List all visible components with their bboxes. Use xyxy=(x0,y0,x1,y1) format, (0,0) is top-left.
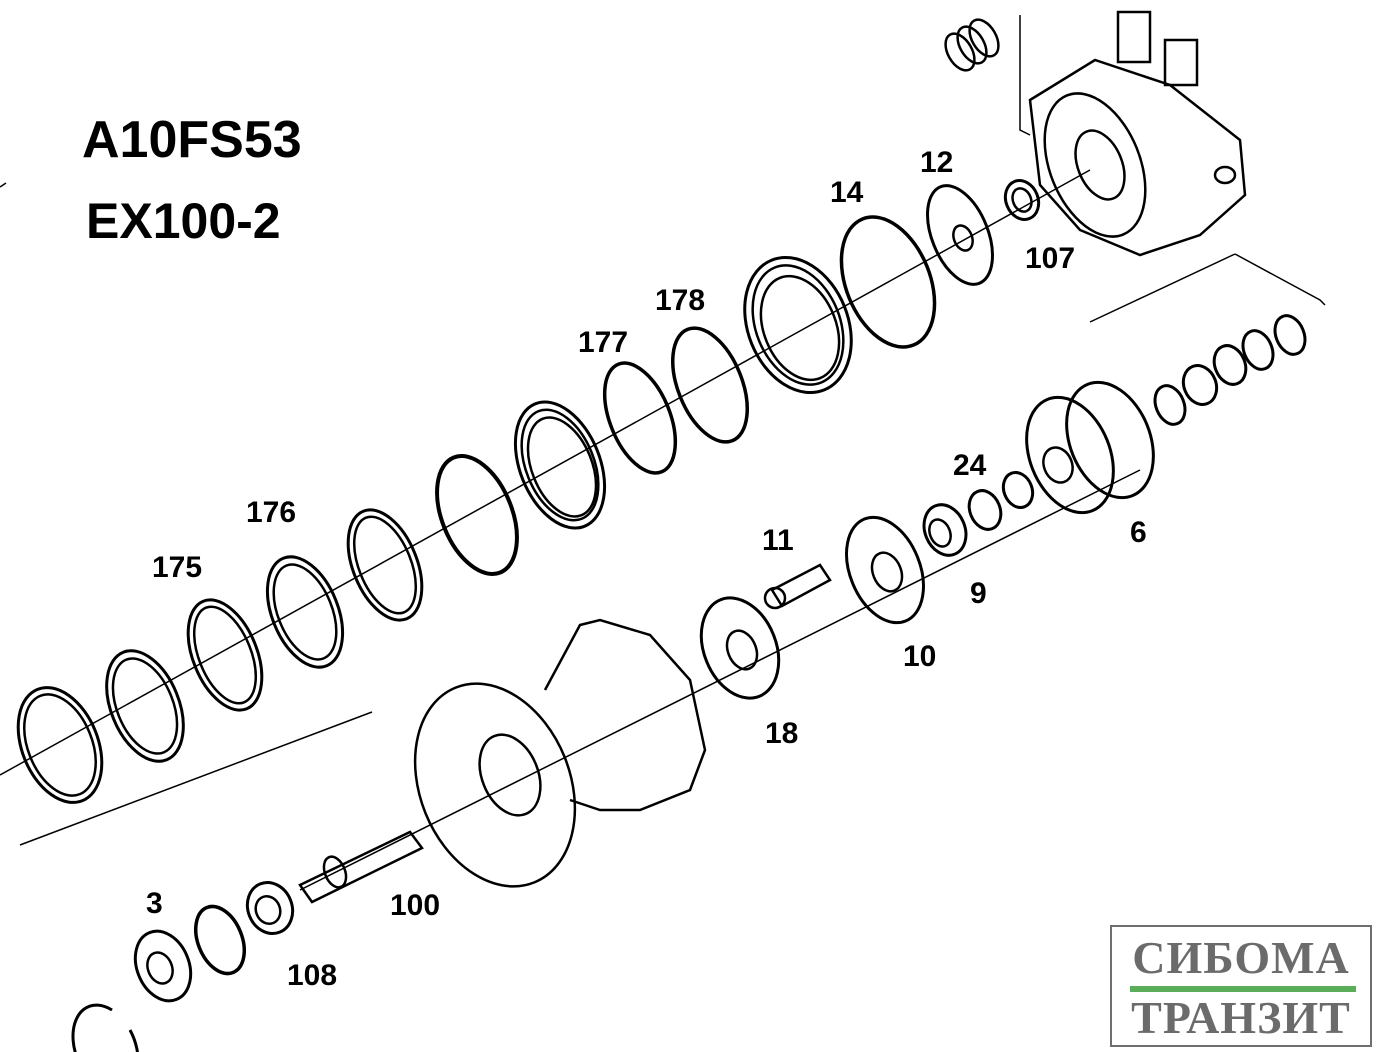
valve-plate-12 xyxy=(926,184,994,286)
retainer-plate-10-hole xyxy=(870,551,904,593)
oil-seal-3 xyxy=(133,929,193,1003)
piston-11 xyxy=(763,563,832,610)
callout-9: 9 xyxy=(970,577,987,610)
ring-175b xyxy=(105,649,185,763)
output-shaft-100 xyxy=(298,830,424,904)
o-ring-lower xyxy=(194,904,246,976)
washer-right-2 xyxy=(1153,384,1187,426)
oil-seal-3-inner xyxy=(146,951,174,985)
ring-176-inner xyxy=(272,563,338,661)
ring-24 xyxy=(1001,471,1035,509)
valve-plate-12-hole xyxy=(952,224,974,252)
piston-ring-mid xyxy=(520,408,600,522)
model-title: A10FS53 xyxy=(82,111,302,169)
brake-piston-inner xyxy=(759,274,841,382)
piston-ring-outer xyxy=(513,400,607,530)
ball-guide-9-inner xyxy=(928,518,952,548)
toothed-ring-175 xyxy=(186,598,264,712)
logo-accent-bar xyxy=(1130,986,1356,992)
callout-6: 6 xyxy=(1130,516,1147,549)
callout-11: 11 xyxy=(762,524,794,557)
logo-line-2: ТРАНЗИТ xyxy=(1131,992,1351,1043)
snap-ring-lower xyxy=(71,1003,139,1052)
upper-axis-line xyxy=(0,169,1091,776)
callout-178: 178 xyxy=(655,284,705,317)
bearing-108-inner xyxy=(254,895,282,925)
o-ring-large xyxy=(435,454,519,576)
callout-12: 12 xyxy=(920,146,953,179)
snap-ring-right xyxy=(1273,314,1307,356)
ring-14 xyxy=(839,215,937,349)
logo-line-1: СИБОМА xyxy=(1132,932,1350,983)
callout-176: 176 xyxy=(246,496,296,529)
spring xyxy=(944,18,1000,72)
ring-176 xyxy=(265,555,345,669)
callout-3: 3 xyxy=(146,887,163,920)
cylinder-block-6 xyxy=(1025,380,1155,515)
head-block xyxy=(1028,10,1247,257)
ring-177 xyxy=(602,361,678,475)
spring-washer-24 xyxy=(967,489,1003,531)
bearing-107 xyxy=(1003,179,1041,221)
ball-guide-9 xyxy=(922,503,968,557)
piston-ring-inner xyxy=(526,416,598,518)
retainer-plate-10 xyxy=(845,515,925,625)
motor-housing xyxy=(413,618,707,888)
callout-10: 10 xyxy=(903,640,936,673)
callout-24: 24 xyxy=(953,449,987,482)
swash-plate-18 xyxy=(699,596,781,700)
washer-right-1 xyxy=(1241,329,1275,371)
toothed-ring-175a-inner xyxy=(23,693,97,797)
ring-178 xyxy=(671,326,749,444)
bearing-108 xyxy=(245,881,295,935)
callout-107: 107 xyxy=(1025,242,1075,275)
callout-14: 14 xyxy=(830,176,864,209)
toothed-ring-177a xyxy=(346,508,424,622)
machine-title: EX100-2 xyxy=(86,193,281,249)
callout-177: 177 xyxy=(578,326,628,359)
spring-washer-2 xyxy=(1181,364,1219,406)
bearing-107-inner xyxy=(1011,187,1033,213)
toothed-ring-177a-inner xyxy=(352,515,418,615)
callout-175: 175 xyxy=(152,551,202,584)
spring-washer-1 xyxy=(1212,344,1248,386)
callout-18: 18 xyxy=(765,717,798,750)
brake-piston-mid xyxy=(751,264,845,386)
boundary-lines xyxy=(0,15,1326,846)
callout-100: 100 xyxy=(390,889,440,922)
brake-piston-outer xyxy=(743,255,853,395)
ring-175b-inner xyxy=(111,657,179,755)
toothed-ring-175a xyxy=(16,686,104,804)
toothed-ring-175-inner xyxy=(192,605,258,705)
lower-axis-line xyxy=(299,469,1141,891)
company-logo: СИБОМА ТРАНЗИТ xyxy=(1110,925,1372,1047)
swash-plate-18-hole xyxy=(725,629,759,671)
callout-108: 108 xyxy=(287,959,337,992)
callout-labels: 12 14 107 178 177 176 175 24 6 11 9 10 1… xyxy=(146,146,1147,992)
